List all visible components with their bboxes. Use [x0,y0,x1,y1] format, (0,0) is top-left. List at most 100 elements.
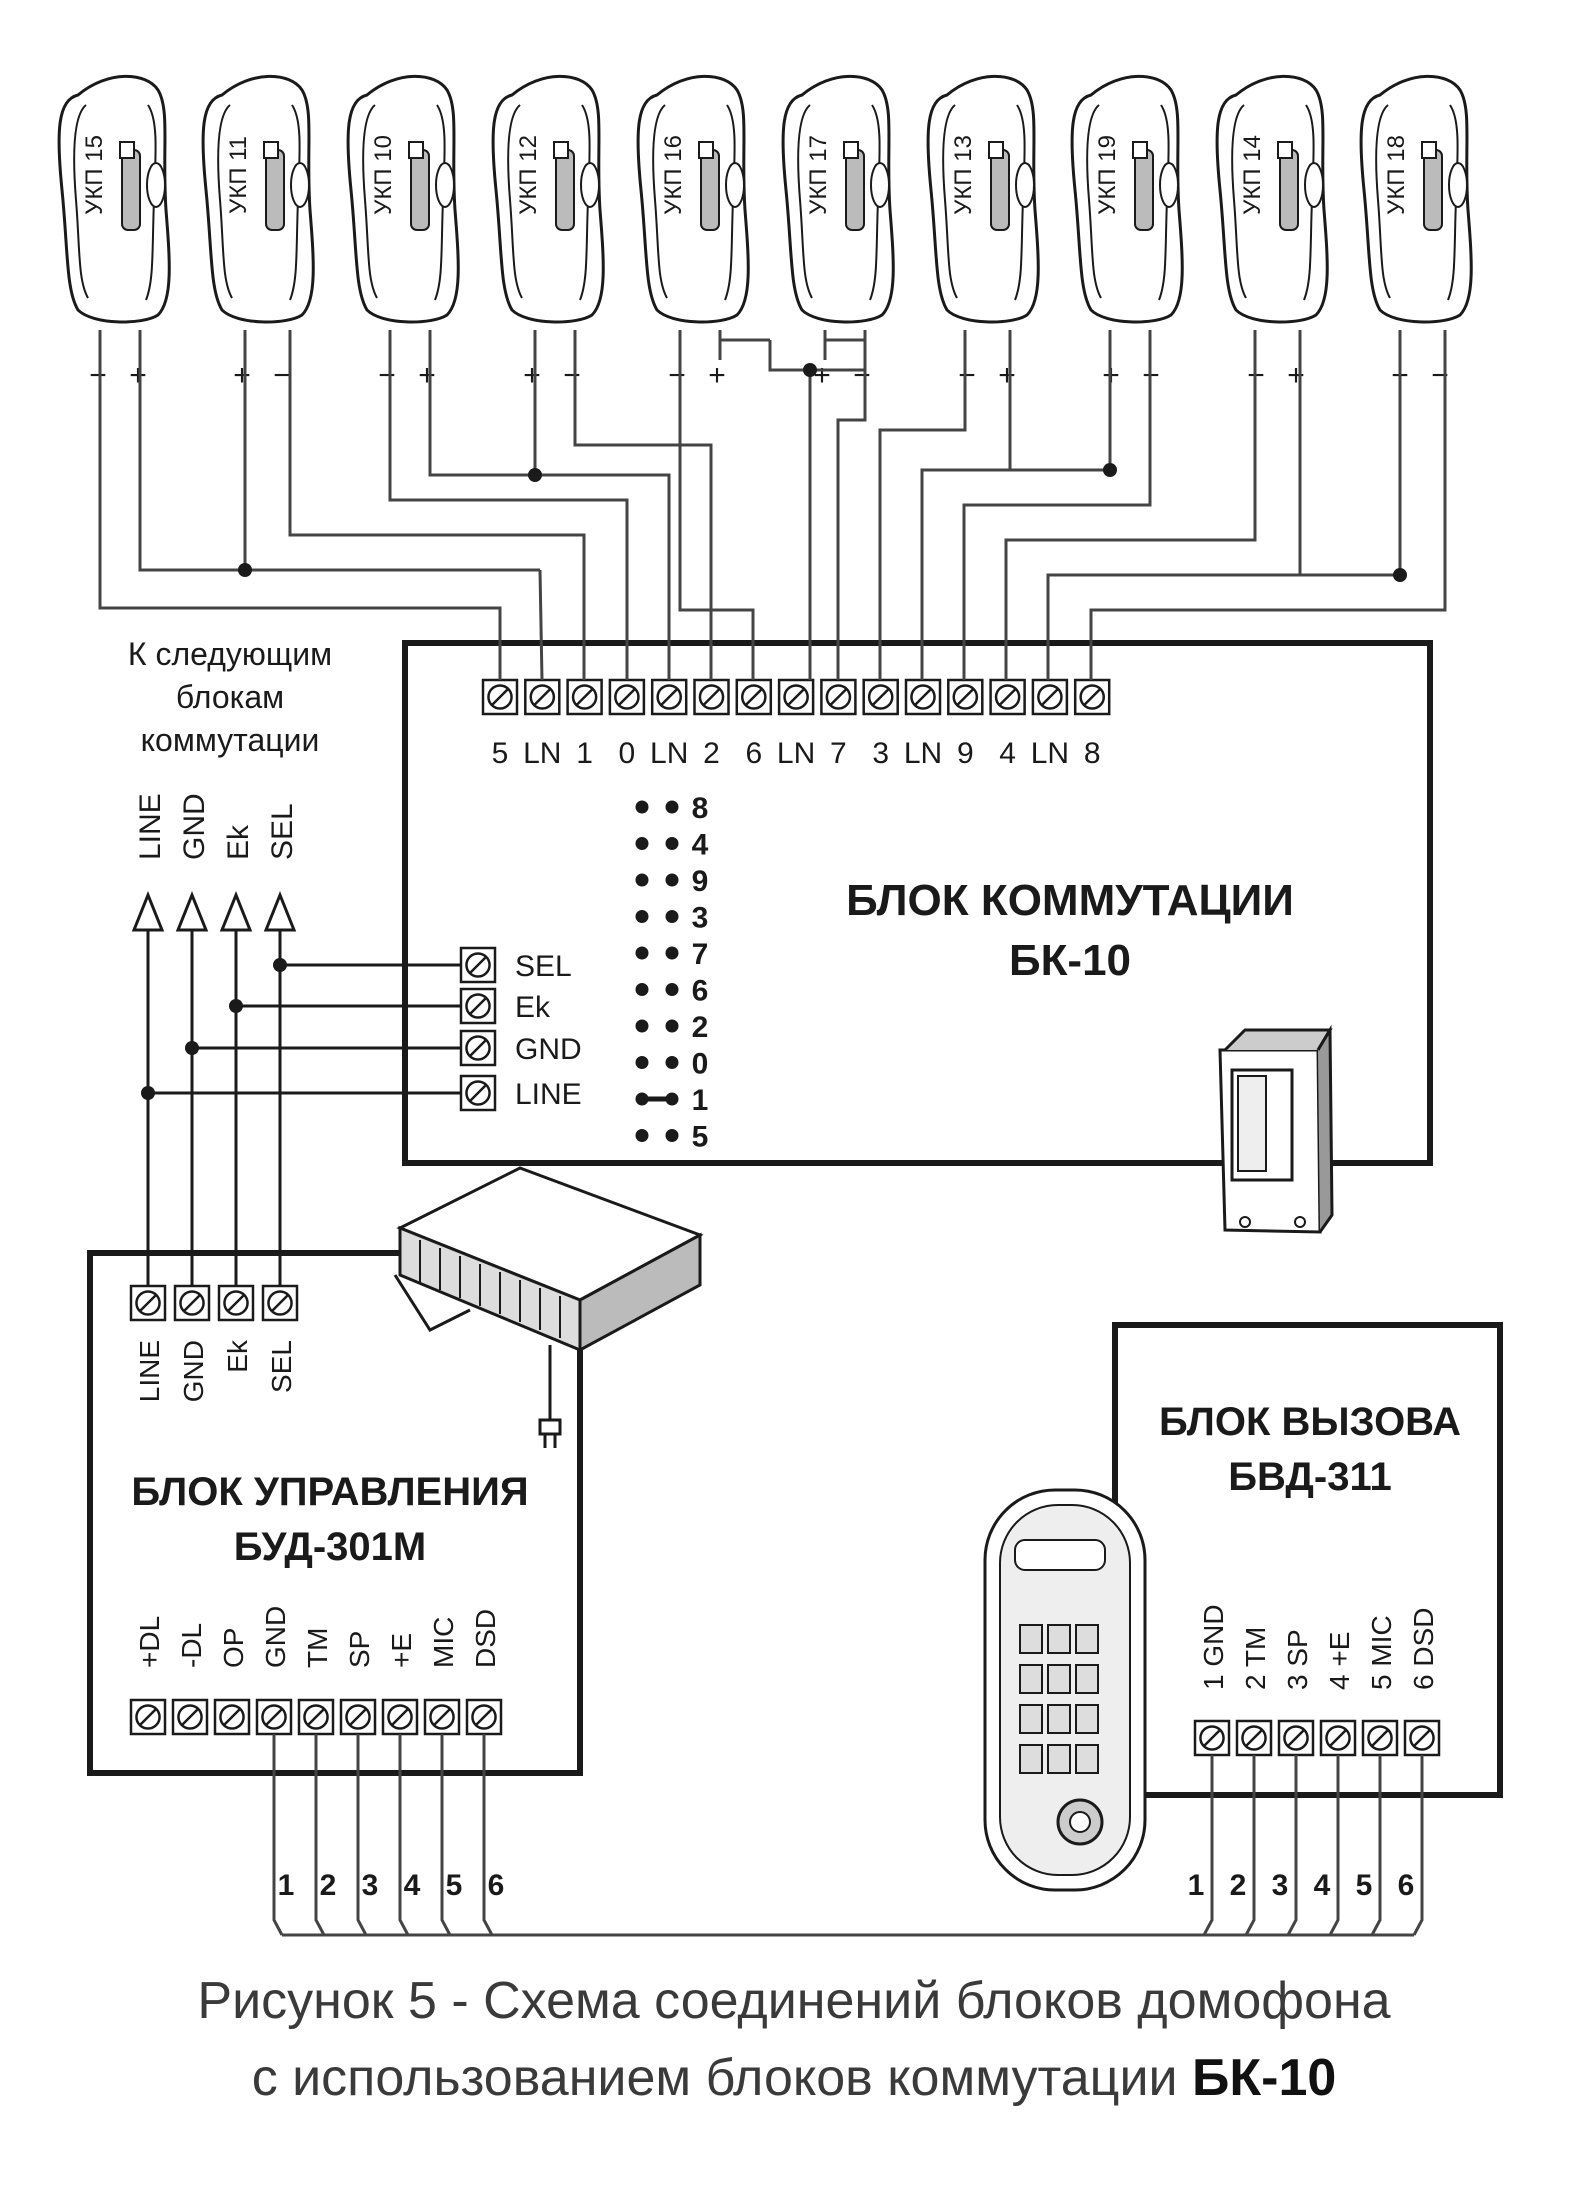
handset-label: УКП 16 [660,135,687,215]
bk10-terminal-label: LN [777,737,815,770]
handset-icon [346,74,460,324]
bvd-terminal [1361,1719,1399,1757]
caption-line-2-text: с использованием блоков коммутации [251,2049,1193,2107]
bk10-block [402,640,1433,1166]
bud-bottom-terminal [465,1698,503,1736]
bud-bottom-terminal [213,1698,251,1736]
bk10-side-label: Ek [515,991,551,1024]
jumper-pin [665,910,679,923]
cable-number-left: 5 [446,1869,463,1902]
bud-top-label: GND [178,1340,209,1402]
bud-bottom-label: +E [386,1633,417,1668]
bud-top-terminal [261,1284,299,1322]
cable-wire [1202,1755,1214,1936]
key-reader-icon [1218,1024,1334,1234]
bus-signal-label: Ek [222,824,255,860]
cable-number-left: 2 [320,1869,337,1902]
bvd-terminal-label: 4 +E [1324,1632,1355,1690]
jumper-pin [665,983,679,996]
bvd-terminal-label: 2 TM [1240,1627,1271,1690]
bk10-terminal-label: 8 [1084,737,1101,770]
bk10-terminal-label: LN [904,737,942,770]
jumper-pin [665,800,679,814]
handset-icon [491,74,605,324]
polarity-label: − [668,359,686,392]
connection-wire [878,360,967,680]
bk10-terminal-label: 1 [576,737,593,770]
polarity-label: + [523,359,541,392]
cable-wire [314,1734,326,1936]
junction-dot [528,468,542,482]
bk10-terminal-label: 5 [492,737,509,770]
bk10-side-label: GND [515,1033,582,1066]
polarity-label: + [418,359,436,392]
junction-dot [229,999,243,1013]
handset-label: УКП 17 [805,135,832,215]
handset-label: УКП 11 [225,136,252,214]
bk10-terminal-label: 0 [619,737,636,770]
bud-bottom-label: GND [260,1606,291,1668]
bus-signal-label: SEL [266,803,299,860]
handset-icon [636,74,750,324]
connection-wire [823,338,865,360]
bud-bottom-label: SP [344,1631,375,1668]
bus-arrow-icon [175,890,209,932]
bud-bottom-label: +DL [134,1616,165,1668]
connection-wire [573,360,713,680]
bud-bottom-label: MIC [428,1617,459,1668]
cable-number-right: 4 [1314,1869,1331,1902]
bvd-terminal [1193,1719,1231,1757]
junction-dot [141,1086,155,1100]
bud-bottom-terminal [339,1698,377,1736]
bk10-terminal-label: 7 [830,737,847,770]
cable-number-right: 2 [1230,1869,1247,1902]
bk10-top-terminal [1073,678,1111,716]
bvd-terminal [1235,1719,1273,1757]
handset-icon [781,74,895,324]
connection-wire [538,569,544,681]
jumper-label: 6 [692,975,709,1008]
bk10-title: БЛОК КОММУТАЦИИ [846,876,1294,925]
jumper-label: 2 [692,1011,709,1044]
connection-wire [388,360,629,680]
cable-number-left: 4 [404,1869,421,1902]
jumper-pin [665,1129,679,1142]
polarity-label: + [233,359,251,392]
polarity-label: − [89,359,107,392]
bk10-top-terminal [989,678,1026,716]
connection-wire [1008,360,1112,472]
cable-wire [482,1734,494,1936]
connection-wire [288,360,586,680]
jumper-label: 7 [692,938,709,971]
jumper-pin [635,1129,649,1142]
jumper-pin [635,946,649,960]
bvd-terminal-label: 5 MIC [1366,1615,1397,1690]
bud-bottom-terminal [381,1698,419,1736]
cable-number-left: 1 [278,1869,295,1902]
bk10-top-terminal [693,678,730,716]
bk10-top-terminal [777,678,815,716]
next-blocks-note: блокам [176,679,284,715]
jumper-pin [665,946,679,960]
bk10-top-terminal [566,678,603,716]
jumper-pin [665,837,679,850]
polarity-label: − [378,359,396,392]
connection-wire [678,360,755,680]
bk10-side-terminal [459,946,497,984]
bk10-terminal-label: 3 [872,737,889,770]
jumper-label: 3 [692,902,709,935]
bvd-title: БЛОК ВЫЗОВА [1159,1400,1461,1444]
junction-dot [1103,463,1117,477]
connection-wire [535,473,671,680]
jumper-pin [635,873,649,887]
bud-top-label: SEL [266,1340,297,1393]
bk10-top-terminal [735,678,773,716]
handset-label: УКП 14 [1239,135,1266,215]
bus-signal-label: LINE [134,793,167,860]
junction-dot [185,1041,199,1055]
handset-icon [201,74,315,324]
junction-dot [238,563,252,577]
bk10-top-terminal [650,678,688,716]
handset-icon [1359,74,1473,324]
